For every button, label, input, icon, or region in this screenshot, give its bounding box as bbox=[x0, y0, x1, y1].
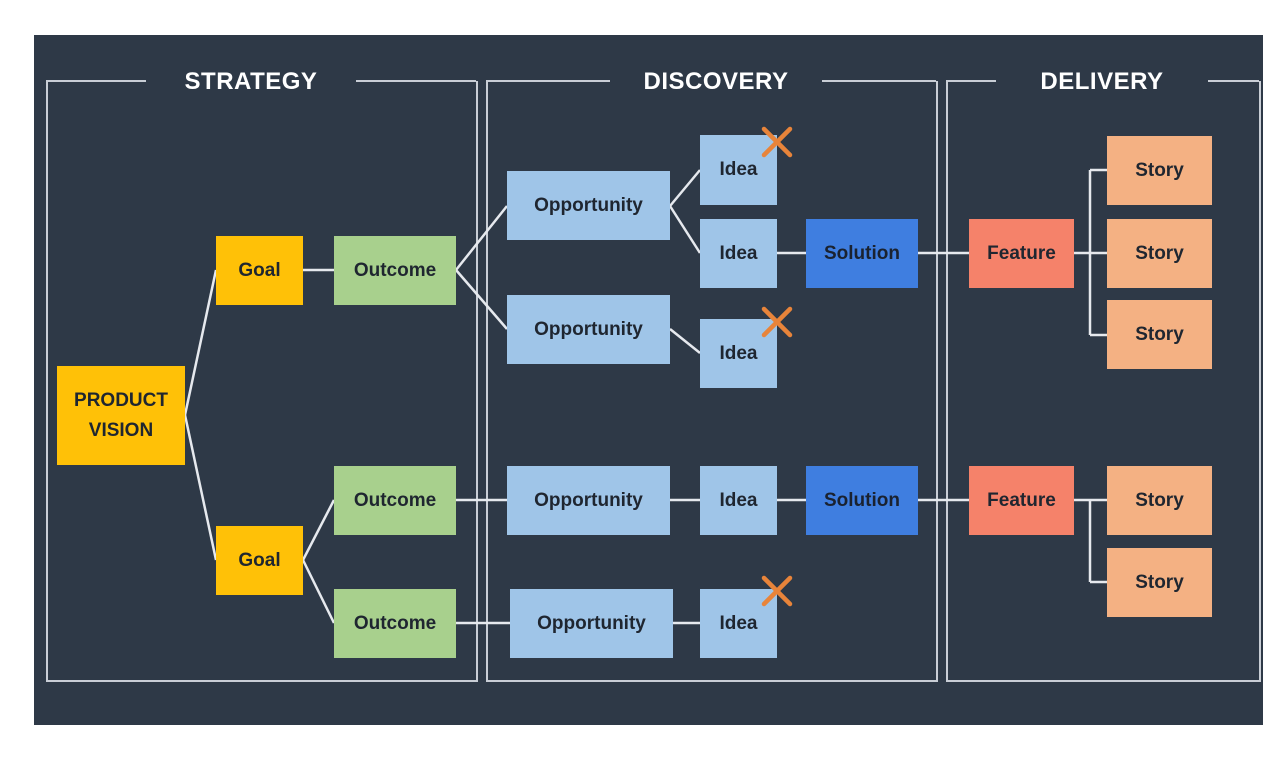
opportunity-node-4: Opportunity bbox=[510, 589, 673, 658]
outcome-node-2: Outcome bbox=[334, 466, 456, 535]
cross-icon bbox=[761, 306, 793, 338]
delivery-title: DELIVERY bbox=[1040, 68, 1164, 95]
solution-node-2: Solution bbox=[806, 466, 918, 535]
idea-node-4: Idea bbox=[700, 466, 777, 535]
idea-node-1: Idea bbox=[700, 135, 777, 205]
story-node-3: Story bbox=[1107, 300, 1212, 369]
outcome-node-1: Outcome bbox=[334, 236, 456, 305]
strategy-section-frame bbox=[46, 81, 478, 682]
solution-node-1: Solution bbox=[806, 219, 918, 288]
story-node-1: Story bbox=[1107, 136, 1212, 205]
delivery-section-frame bbox=[946, 81, 1261, 682]
feature-node-1: Feature bbox=[969, 219, 1074, 288]
idea-node-5: Idea bbox=[700, 589, 777, 658]
discovery-section-frame bbox=[486, 81, 938, 682]
goal-node-1: Goal bbox=[216, 236, 303, 305]
idea-node-3: Idea bbox=[700, 319, 777, 388]
story-node-5: Story bbox=[1107, 548, 1212, 617]
opportunity-node-1: Opportunity bbox=[507, 171, 670, 240]
story-node-4: Story bbox=[1107, 466, 1212, 535]
cross-icon bbox=[761, 575, 793, 607]
discovery-title: DISCOVERY bbox=[643, 68, 789, 95]
strategy-title: STRATEGY bbox=[184, 68, 318, 95]
opportunity-node-3: Opportunity bbox=[507, 466, 670, 535]
goal-node-2: Goal bbox=[216, 526, 303, 595]
outcome-node-3: Outcome bbox=[334, 589, 456, 658]
story-node-2: Story bbox=[1107, 219, 1212, 288]
feature-node-2: Feature bbox=[969, 466, 1074, 535]
idea-node-2: Idea bbox=[700, 219, 777, 288]
cross-icon bbox=[761, 126, 793, 158]
opportunity-node-2: Opportunity bbox=[507, 295, 670, 364]
product-vision-node: PRODUCT VISION bbox=[57, 366, 185, 465]
